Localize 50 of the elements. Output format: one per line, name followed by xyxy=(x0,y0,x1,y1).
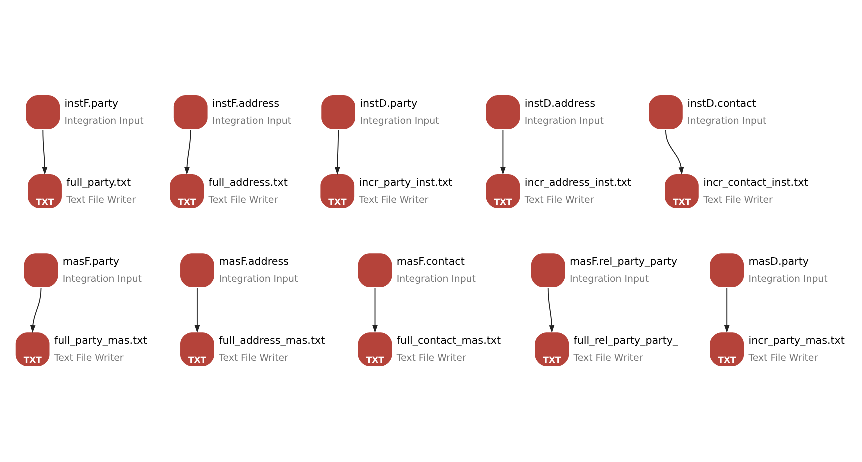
node-label: instD.contact xyxy=(688,98,756,110)
node-label: Text File Writer xyxy=(704,194,773,206)
node-label: Text File Writer xyxy=(54,352,124,364)
arrow xyxy=(184,130,192,176)
node-label: instF.party xyxy=(64,98,118,110)
node-label: masF.contact xyxy=(396,256,465,268)
node-label: Integration Input xyxy=(570,274,650,285)
node-label: Integration Input xyxy=(64,116,144,127)
node-label: Integration Input xyxy=(688,116,767,127)
node-label: instD.address xyxy=(524,98,596,110)
node-label: full_address_mas.txt xyxy=(219,335,326,348)
node-label: full_rel_party_party_ xyxy=(574,335,678,348)
node-label: full_contact_mas.txt xyxy=(396,335,502,348)
arrow xyxy=(42,130,48,176)
arrow xyxy=(500,130,506,176)
node-label: instD.party xyxy=(360,98,418,110)
node-label: instF.address xyxy=(212,98,280,110)
node-label: Text File Writer xyxy=(359,194,429,206)
node-label: Integration Input xyxy=(748,274,828,285)
node-label: Integration Input xyxy=(360,116,440,127)
node-label: Text File Writer xyxy=(574,352,644,364)
arrow xyxy=(30,288,42,334)
arrow xyxy=(372,288,378,334)
arrow xyxy=(194,288,200,334)
node-label: Text File Writer xyxy=(208,194,278,206)
node-label: Text File Writer xyxy=(219,352,288,364)
arrow xyxy=(724,288,730,334)
node-label: Integration Input xyxy=(212,116,292,127)
arrow xyxy=(335,130,340,176)
node-label: Integration Input xyxy=(524,116,604,127)
node-label: masD.party xyxy=(748,256,810,268)
node-label: masF.address xyxy=(219,256,290,268)
node-label: incr_contact_inst.txt xyxy=(704,177,808,190)
node-label: masF.party xyxy=(62,256,120,268)
node-label: full_address.txt xyxy=(208,177,288,190)
arrow xyxy=(548,288,555,334)
node-label: incr_address_inst.txt xyxy=(524,177,632,190)
node-label: Text File Writer xyxy=(66,194,136,206)
node-label: masF.rel_party_party xyxy=(570,256,678,268)
arrow xyxy=(666,130,684,176)
node-label: Integration Input xyxy=(396,274,476,285)
node-label: incr_party_inst.txt xyxy=(359,177,453,190)
node-label: full_party.txt xyxy=(66,177,132,190)
node-label: full_party_mas.txt xyxy=(54,335,148,348)
node-label: Text File Writer xyxy=(396,352,466,364)
node-label: Text File Writer xyxy=(748,352,818,364)
node-label: incr_party_mas.txt xyxy=(748,335,845,348)
node-label: Integration Input xyxy=(219,274,298,285)
node-label: Integration Input xyxy=(62,274,142,285)
node-label: Text File Writer xyxy=(524,194,594,206)
